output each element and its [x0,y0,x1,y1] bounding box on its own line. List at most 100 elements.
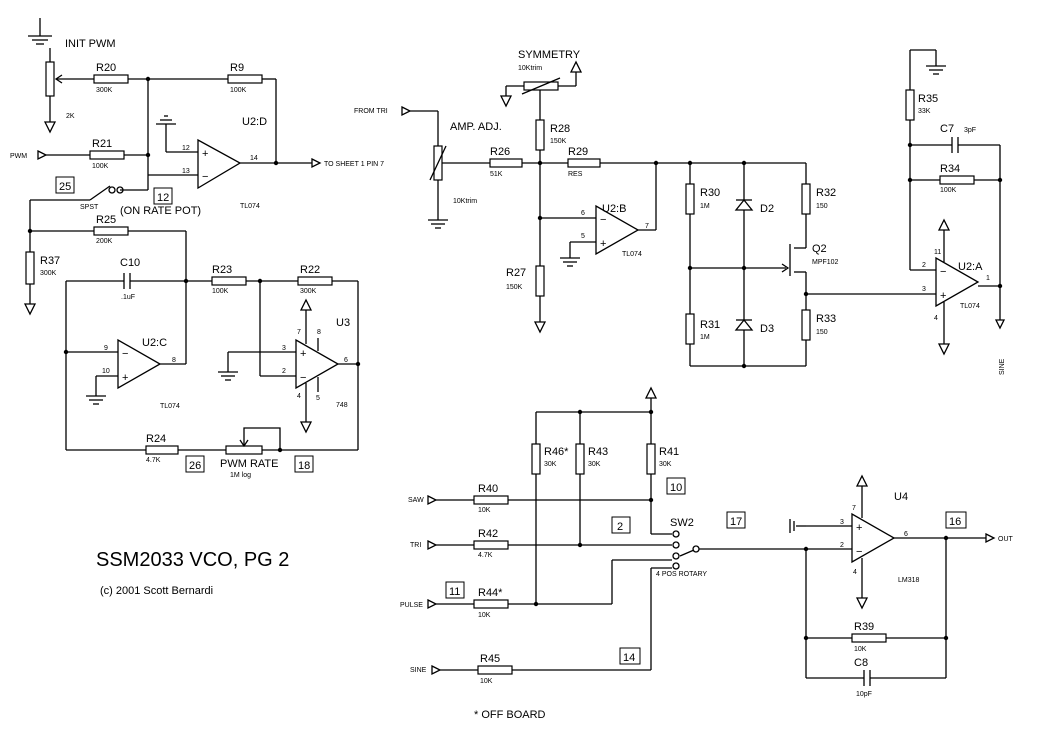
svg-text:−: − [856,546,862,558]
svg-text:R22: R22 [300,264,320,276]
svg-text:D2: D2 [760,203,774,215]
svg-text:14: 14 [250,155,258,162]
svg-text:R25: R25 [96,214,116,226]
shaper-section: R30 1M R31 1M D2 D3 R32 150 Q2 MPF102 [685,163,936,369]
resistor-r45 [477,665,513,675]
svg-text:25: 25 [59,181,71,193]
diode-d2 [734,198,754,211]
svg-text:C7: C7 [940,123,954,135]
svg-text:C10: C10 [120,257,140,269]
resistor-r37 [25,251,35,285]
svg-text:8: 8 [172,357,176,364]
svg-text:SINE: SINE [999,358,1006,375]
svg-text:−: − [202,171,208,183]
svg-text:R26: R26 [490,146,510,158]
svg-text:10Ktrim: 10Ktrim [453,198,477,205]
svg-text:TO SHEET 1 PIN 7: TO SHEET 1 PIN 7 [324,161,384,168]
svg-text:8: 8 [317,329,321,336]
svg-text:SPST: SPST [80,204,99,211]
copyright-text: (c) 2001 Scott Bernardi [100,585,213,597]
svg-text:R21: R21 [92,138,112,150]
svg-text:2K: 2K [66,113,75,120]
box-25 [55,176,75,194]
resistor-r40 [473,495,509,505]
resistor-r35 [905,89,915,121]
resistor-r28 [535,119,545,151]
svg-text:+: + [202,148,208,160]
svg-text:6: 6 [581,210,585,217]
svg-text:17: 17 [730,516,742,528]
svg-text:10pF: 10pF [856,691,872,698]
opamp-u4 [851,512,896,564]
box-18 [294,455,314,473]
svg-text:2: 2 [617,521,623,533]
svg-text:200K: 200K [96,238,113,245]
svg-text:PULSE: PULSE [400,602,423,609]
svg-text:10K: 10K [854,646,867,653]
resistor-r9 [227,74,263,84]
svg-text:3: 3 [840,519,844,526]
svg-text:2: 2 [840,542,844,549]
svg-text:150: 150 [816,203,828,210]
svg-text:11: 11 [934,249,941,256]
svg-text:TRI: TRI [410,542,421,549]
svg-text:26: 26 [189,460,201,472]
resistor-r30 [685,183,695,215]
svg-text:R27: R27 [506,267,526,279]
box-26 [185,455,205,473]
svg-text:9: 9 [104,345,108,352]
opamp-u2b [595,204,640,256]
opamp-u2a [935,256,980,308]
svg-text:33K: 33K [918,108,931,115]
svg-text:100K: 100K [212,288,229,295]
resistor-r20 [93,74,129,84]
svg-text:TL074: TL074 [160,403,180,410]
svg-text:R29: R29 [568,146,588,158]
opamp-u3 [295,338,340,390]
svg-text:5: 5 [316,395,320,402]
svg-text:3: 3 [922,286,926,293]
resistor-r32 [801,183,811,215]
svg-text:1M: 1M [700,203,710,210]
svg-text:10K: 10K [480,678,493,685]
opamp-u2d [197,138,242,190]
spst-section: 25 12 SPST (ON RATE POT) [29,175,201,252]
svg-text:U4: U4 [894,491,908,503]
svg-text:R35: R35 [918,93,938,105]
init-pwm-label: INIT PWM [65,38,116,50]
resistor-r23 [211,276,247,286]
svg-text:U2:A: U2:A [958,261,983,273]
resistor-r43 [575,443,585,475]
svg-text:TL074: TL074 [240,203,260,210]
svg-text:+: + [940,290,946,302]
box-17 [726,511,746,529]
resistor-r22 [297,276,333,286]
svg-text:R39: R39 [854,621,874,633]
svg-text:1: 1 [986,275,990,282]
svg-text:Q2: Q2 [812,243,827,255]
svg-text:300K: 300K [40,270,57,277]
svg-text:748: 748 [336,402,348,409]
svg-text:LM318: LM318 [898,577,920,584]
svg-text:R40: R40 [478,483,498,495]
symmetry-section: FROM TRI AMP. ADJ. 10Ktrim R26 51K SYMME… [354,49,806,334]
box-14 [619,647,641,665]
svg-text:R41: R41 [659,446,679,458]
svg-text:U2:D: U2:D [242,116,267,128]
svg-text:R43: R43 [588,446,608,458]
svg-text:30K: 30K [588,461,601,468]
resistor-r34 [939,175,975,185]
svg-text:+: + [300,348,306,360]
svg-text:100K: 100K [230,87,247,94]
box-2 [611,516,631,534]
svg-text:R31: R31 [700,319,720,331]
init-pwm-section: INIT PWM 2K R20 300K R9 100K PWM R21 100… [10,18,384,210]
svg-text:7: 7 [297,329,301,336]
svg-text:SW2: SW2 [670,517,694,529]
svg-text:+: + [122,372,128,384]
svg-text:R30: R30 [700,187,720,199]
svg-text:4: 4 [934,315,938,322]
svg-text:2: 2 [922,262,926,269]
svg-text:+: + [600,238,606,250]
svg-text:MPF102: MPF102 [812,259,839,266]
